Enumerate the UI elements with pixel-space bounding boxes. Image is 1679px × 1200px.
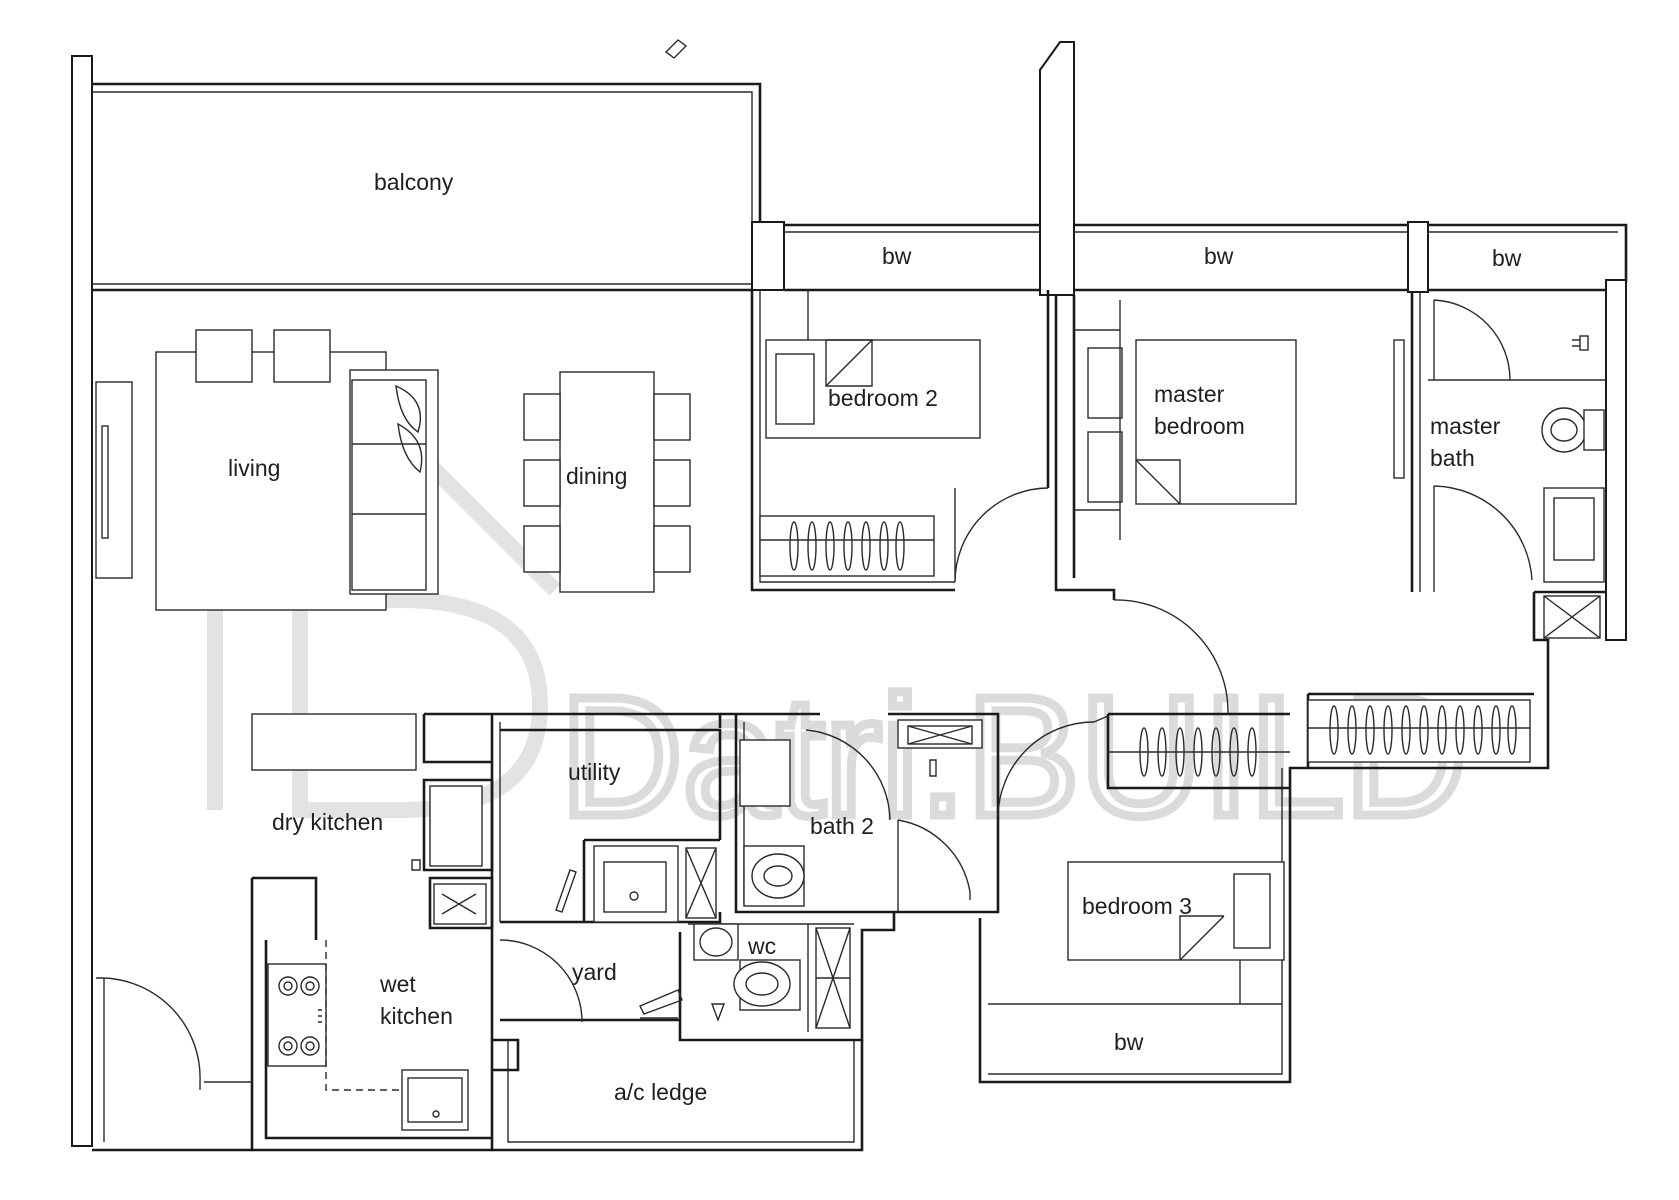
walls xyxy=(71,41,1628,1152)
label-bath2: bath 2 xyxy=(810,813,874,839)
label-dining: dining xyxy=(566,463,627,489)
label-master-bedroom-2: bedroom xyxy=(1154,413,1245,439)
label-bw-bedroom3: bw xyxy=(1114,1029,1144,1055)
label-master-bath-2: bath xyxy=(1430,445,1475,471)
fixtures xyxy=(95,39,1605,1142)
label-master-bath-1: master xyxy=(1430,413,1501,439)
label-ac-ledge: a/c ledge xyxy=(614,1079,707,1105)
label-living: living xyxy=(228,455,280,481)
label-bw-master: bw xyxy=(1204,243,1234,269)
label-bw-bedroom2: bw xyxy=(882,243,912,269)
label-dry-kitchen: dry kitchen xyxy=(272,809,383,835)
label-master-bedroom-1: master xyxy=(1154,381,1225,407)
label-yard: yard xyxy=(572,959,617,985)
room-labels: balcony bw bw bw living dining bedroom 2… xyxy=(228,169,1522,1105)
label-bw-master-bath: bw xyxy=(1492,245,1522,271)
label-balcony: balcony xyxy=(374,169,454,195)
label-wet-kitchen-2: kitchen xyxy=(380,1003,453,1029)
label-bedroom2: bedroom 2 xyxy=(828,385,938,411)
label-bedroom3: bedroom 3 xyxy=(1082,893,1192,919)
label-wc: wc xyxy=(747,933,776,959)
label-wet-kitchen-1: wet xyxy=(379,971,416,997)
label-utility: utility xyxy=(568,759,621,785)
